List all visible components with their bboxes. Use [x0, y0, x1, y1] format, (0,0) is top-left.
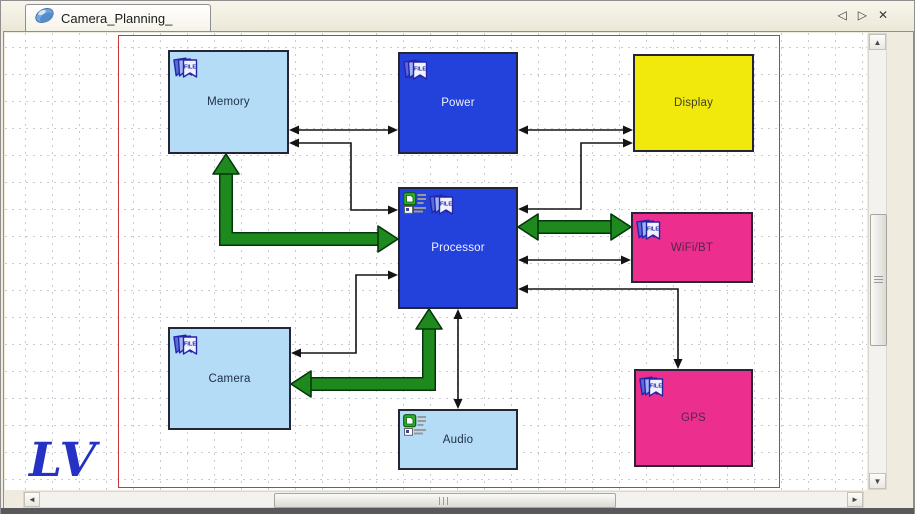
- svg-text:FILE: FILE: [414, 67, 426, 73]
- model-icon: [403, 414, 427, 436]
- scroll-left-button[interactable]: ◄: [24, 492, 40, 507]
- node-wifi_bt[interactable]: FILE WiFi/BT: [631, 212, 753, 283]
- file-icon: FILE: [639, 374, 666, 401]
- scroll-down-button[interactable]: ▼: [869, 473, 886, 489]
- node-camera[interactable]: FILE Camera: [168, 327, 291, 430]
- node-label: GPS: [681, 412, 706, 424]
- vertical-scrollbar-thumb[interactable]: [870, 214, 887, 346]
- model-icon: [403, 192, 427, 219]
- app-icon: [34, 6, 55, 30]
- file-icon: FILE: [173, 332, 200, 359]
- node-memory[interactable]: FILE Memory: [168, 50, 289, 154]
- page-boundary: [118, 35, 780, 488]
- lv-logo: LV: [29, 433, 99, 488]
- scroll-up-button[interactable]: ▲: [869, 34, 886, 50]
- node-power[interactable]: FILE Power: [398, 52, 518, 154]
- file-icon: FILE: [173, 55, 200, 82]
- tab-bar: Camera_Planning_ ◁ ▷ ✕: [1, 1, 914, 31]
- node-gps[interactable]: FILE GPS: [634, 369, 753, 467]
- window-bottom-border: [1, 508, 914, 514]
- vertical-scrollbar[interactable]: ▲ ▼: [868, 33, 887, 490]
- nav-forward-button[interactable]: ▷: [857, 8, 867, 22]
- node-audio[interactable]: Audio: [398, 409, 518, 470]
- scrollbar-grip-icon: [439, 496, 451, 505]
- node-display[interactable]: Display: [633, 54, 754, 152]
- svg-text:FILE: FILE: [184, 65, 196, 71]
- svg-text:FILE: FILE: [184, 342, 196, 348]
- node-label: Camera: [208, 372, 251, 385]
- svg-text:FILE: FILE: [650, 384, 662, 390]
- node-label: WiFi/BT: [670, 241, 714, 254]
- close-button[interactable]: ✕: [877, 8, 888, 22]
- node-label: Power: [441, 97, 475, 109]
- file-icon: FILE: [403, 57, 430, 84]
- svg-text:FILE: FILE: [647, 227, 659, 233]
- tab-nav-controls: ◁ ▷ ✕: [837, 7, 888, 23]
- file-icon: FILE: [429, 192, 456, 219]
- scroll-right-button[interactable]: ►: [847, 492, 863, 507]
- node-label: Processor: [431, 242, 485, 254]
- node-processor[interactable]: FILE Processor: [398, 187, 518, 309]
- tab-label: Camera_Planning_: [61, 10, 173, 26]
- svg-text:FILE: FILE: [440, 202, 452, 208]
- node-label: Memory: [207, 96, 250, 108]
- scrollbar-grip-icon: [874, 275, 883, 285]
- node-label: Audio: [442, 433, 474, 446]
- node-label: Display: [673, 97, 714, 109]
- horizontal-scrollbar-thumb[interactable]: [274, 493, 616, 508]
- file-icon: FILE: [636, 217, 663, 244]
- nav-back-button[interactable]: ◁: [837, 8, 847, 22]
- tab-camera-planning[interactable]: Camera_Planning_: [25, 4, 211, 31]
- horizontal-scrollbar[interactable]: ◄ ►: [23, 491, 864, 508]
